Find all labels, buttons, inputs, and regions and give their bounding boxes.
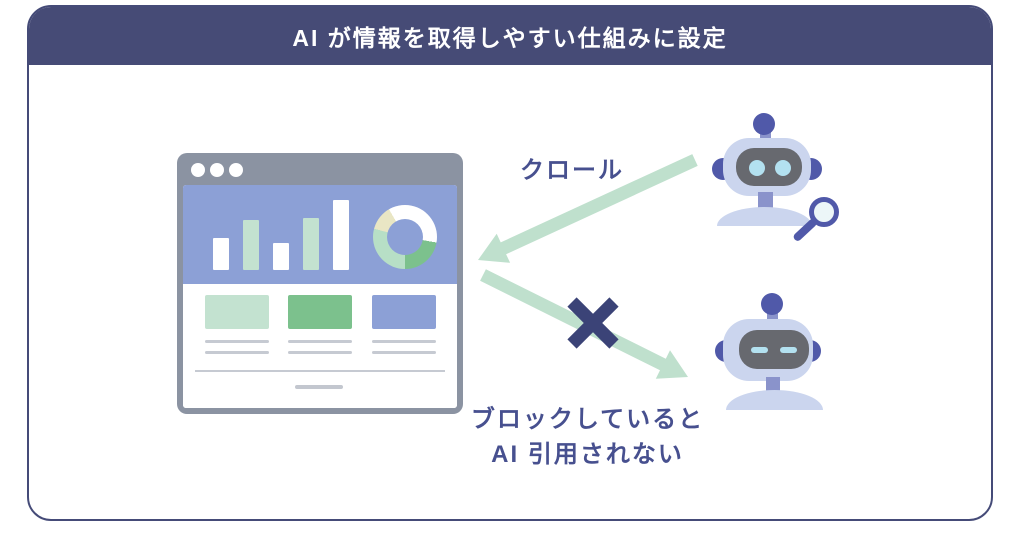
blocked-robot [710, 290, 830, 415]
window-dot [229, 163, 243, 177]
hero-banner [183, 185, 457, 284]
magnifier-icon [809, 197, 839, 227]
text-line [288, 340, 352, 343]
banner: AI が情報を取得しやすい仕組みに設定 [29, 7, 991, 65]
bar [243, 220, 259, 270]
card-thumbnail [372, 295, 436, 329]
text-line [372, 340, 436, 343]
hero-donut-chart [373, 205, 437, 269]
bar [303, 218, 319, 270]
blocked-label-line1: ブロックしていると [470, 406, 705, 433]
card-thumbnail [205, 295, 269, 329]
card-thumbnail [288, 295, 352, 329]
window-dot [191, 163, 205, 177]
text-line [205, 351, 269, 354]
blocked-label-line2: AI 引用されない [491, 441, 684, 468]
right-eye [775, 160, 791, 176]
left-eye-closed [751, 347, 768, 353]
page-title: AI が情報を取得しやすい仕組みに設定 [292, 25, 728, 51]
antenna-icon [761, 293, 783, 315]
footer-placeholder [295, 385, 343, 389]
text-line [205, 340, 269, 343]
browser-window [177, 153, 463, 414]
text-line [288, 351, 352, 354]
content-card [205, 295, 269, 354]
bar [273, 243, 289, 270]
robot-face [736, 148, 802, 186]
content-divider [195, 370, 445, 372]
blocked-label: ブロックしていると AI 引用されない [455, 402, 720, 472]
bar [213, 238, 229, 270]
robot-neck [758, 192, 773, 210]
window-dot [210, 163, 224, 177]
text-line [372, 351, 436, 354]
right-eye-closed [780, 347, 797, 353]
robot-torso [717, 207, 812, 226]
content-card [372, 295, 436, 354]
donut-hole [387, 219, 423, 255]
window-control-dots [191, 163, 243, 177]
crawler-robot [705, 110, 845, 250]
page-content [183, 284, 457, 408]
content-card [288, 295, 352, 354]
left-eye [749, 160, 765, 176]
robot-face [739, 330, 809, 369]
crawl-label: クロール [520, 157, 624, 184]
bar [333, 200, 349, 270]
antenna-icon [753, 113, 775, 135]
robot-torso [726, 390, 823, 410]
browser-viewport [183, 185, 457, 408]
hero-bar-chart [213, 200, 349, 270]
